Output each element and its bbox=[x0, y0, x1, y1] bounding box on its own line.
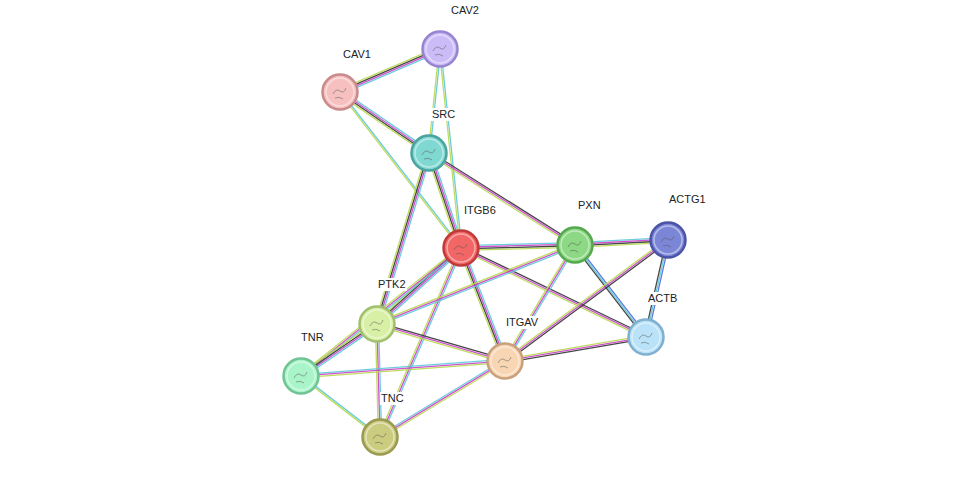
node-circle bbox=[555, 225, 595, 265]
protein-node: ACTG1 bbox=[650, 222, 686, 258]
protein-node: PXN bbox=[557, 227, 593, 263]
node-label: ITGAV bbox=[505, 316, 539, 329]
interaction-edge bbox=[477, 254, 631, 330]
protein-node: ACTB bbox=[628, 319, 664, 355]
node-circle bbox=[441, 228, 481, 268]
interaction-edge bbox=[522, 338, 628, 359]
interaction-edge bbox=[479, 243, 557, 250]
interaction-edge bbox=[393, 250, 559, 319]
node-circle bbox=[420, 29, 460, 69]
node-label: ACTB bbox=[647, 292, 678, 305]
node-circle bbox=[626, 317, 666, 357]
node-label: ACTG1 bbox=[668, 193, 707, 206]
protein-node: SRC bbox=[411, 135, 447, 171]
node-circle bbox=[409, 133, 449, 173]
node-label: PTK2 bbox=[377, 278, 407, 291]
protein-node: CAV2 bbox=[422, 31, 458, 67]
interaction-edge bbox=[432, 169, 457, 231]
interaction-edge bbox=[314, 258, 448, 366]
node-label: PXN bbox=[577, 199, 602, 212]
node-label: SRC bbox=[431, 108, 456, 121]
node-label: TNC bbox=[380, 392, 405, 405]
interaction-edge bbox=[430, 67, 439, 135]
node-circle bbox=[648, 220, 688, 260]
node-circle bbox=[281, 356, 321, 396]
interaction-edge bbox=[395, 369, 491, 429]
node-circle bbox=[485, 341, 525, 381]
node-label: TNR bbox=[300, 331, 325, 344]
protein-node: TNC bbox=[362, 419, 398, 455]
protein-node: ITGB6 bbox=[443, 230, 479, 266]
node-label: ITGB6 bbox=[463, 204, 497, 217]
interaction-edge bbox=[593, 239, 650, 247]
interaction-edge bbox=[443, 161, 560, 237]
node-circle bbox=[360, 417, 400, 457]
protein-node: ITGAV bbox=[487, 343, 523, 379]
interaction-edge bbox=[648, 257, 665, 320]
protein-node: TNR bbox=[283, 358, 319, 394]
node-label: CAV1 bbox=[342, 48, 372, 61]
protein-node: CAV1 bbox=[322, 74, 358, 110]
interaction-edge bbox=[394, 327, 488, 357]
node-circle bbox=[320, 72, 360, 112]
interaction-edge bbox=[319, 361, 487, 377]
node-label: CAV2 bbox=[450, 4, 480, 17]
node-circle bbox=[357, 304, 397, 344]
interaction-edge bbox=[350, 106, 450, 235]
protein-node: PTK2 bbox=[359, 306, 395, 342]
interaction-edge bbox=[315, 386, 366, 426]
interaction-edge bbox=[376, 342, 381, 419]
